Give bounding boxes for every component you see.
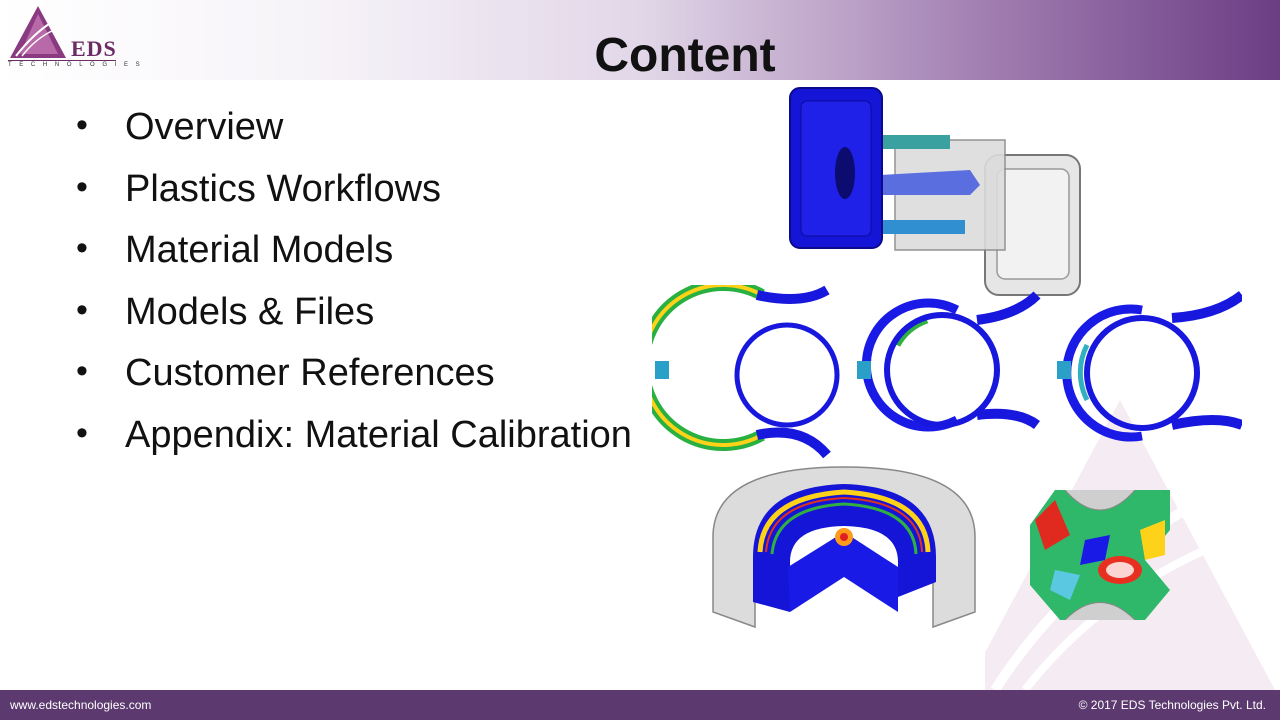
bullet-text: Models & Files: [125, 290, 375, 333]
contour-part-image: [1030, 490, 1170, 620]
logo-text: EDS: [71, 36, 117, 61]
slide-title: Content: [594, 29, 776, 82]
slide-header: [0, 0, 1280, 80]
slide-footer: www.edstechnologies.com © 2017 EDS Techn…: [0, 690, 1280, 720]
logo-subtext: T E C H N O L O G I E S: [8, 60, 143, 68]
bullet-item: •Models & Files: [76, 290, 375, 333]
bullet-item: •Overview: [76, 106, 284, 148]
bullet-item: •Appendix: Material Calibration: [76, 413, 632, 456]
clip-assembly-image: [789, 87, 1081, 296]
footer-website: www.edstechnologies.com: [10, 698, 152, 712]
bullet-text: Customer References: [125, 352, 495, 394]
bullet-text: Plastics Workflows: [125, 167, 442, 210]
bullet-text: Material Models: [125, 229, 394, 271]
bullet-list: •Overview •Plastics Workflows •Material …: [76, 106, 632, 475]
seal-section-image: [712, 466, 976, 629]
bullet-text: Overview: [125, 106, 284, 148]
ring-simulation-images: [652, 285, 1242, 459]
footer-copyright: © 2017 EDS Technologies Pvt. Ltd.: [1078, 698, 1266, 712]
bullet-text: Appendix: Material Calibration: [125, 413, 632, 456]
bullet-item: •Material Models: [76, 229, 394, 271]
eds-logo: EDS T E C H N O L O G I E S: [8, 4, 143, 70]
bullet-item: •Customer References: [76, 352, 495, 394]
bullet-item: •Plastics Workflows: [76, 167, 442, 210]
logo-triangle-icon: [10, 6, 66, 58]
